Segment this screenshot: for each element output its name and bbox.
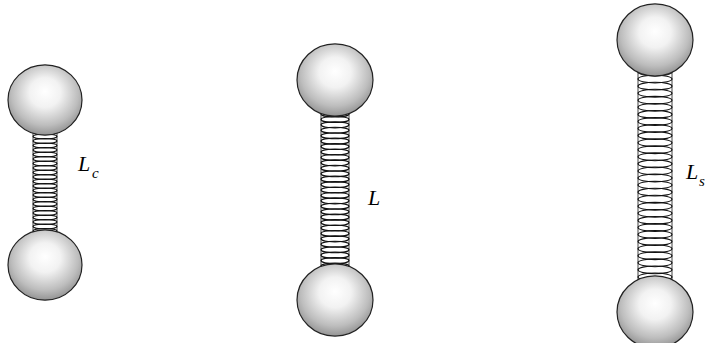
mass-ball bbox=[617, 4, 693, 76]
mass-ball bbox=[617, 276, 693, 343]
spring-edge bbox=[57, 132, 58, 240]
mass-ball bbox=[8, 230, 82, 300]
length-label: L bbox=[368, 187, 380, 209]
spring-edge bbox=[638, 72, 639, 284]
mass-ball bbox=[297, 44, 373, 116]
spring-edge bbox=[321, 114, 322, 266]
length-label: L bbox=[686, 161, 698, 183]
mass-ball bbox=[8, 65, 82, 135]
mass-ball bbox=[297, 264, 373, 336]
length-subscript: c bbox=[92, 166, 99, 181]
spring-edge bbox=[672, 72, 673, 284]
spring-edge bbox=[33, 132, 34, 240]
length-label: L bbox=[78, 153, 90, 175]
spring-edge bbox=[349, 114, 350, 266]
length-subscript: s bbox=[699, 174, 705, 189]
